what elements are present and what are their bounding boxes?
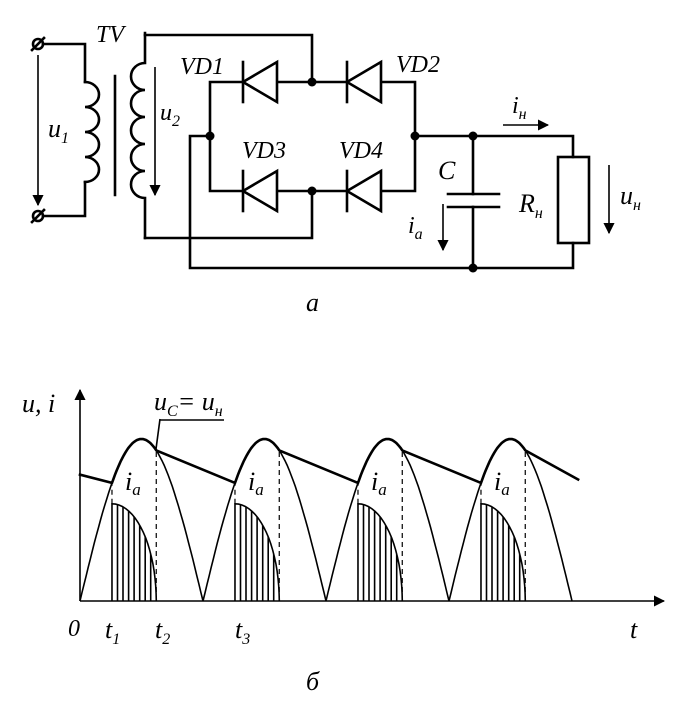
secondary-winding (129, 31, 147, 240)
x-axis-label: t (630, 615, 638, 644)
figure-a-caption: а (306, 288, 319, 317)
curve-callout-line (155, 418, 161, 450)
bridge-left-rail (208, 80, 245, 193)
figure-b-caption: б (306, 667, 320, 696)
diode-vd1 (240, 59, 279, 105)
t3-label: t3 (235, 615, 250, 648)
ia-label: ia (248, 467, 264, 499)
ia-label: ia (125, 467, 141, 499)
load-voltage-label: uн (620, 181, 641, 214)
resistor-rn (556, 155, 591, 245)
resistor-label: Rн (518, 189, 543, 222)
circuit-schematic: u1 TV u2 (30, 22, 641, 273)
capacitor-voltage-curve (78, 437, 580, 485)
wire-top (143, 33, 314, 84)
primary-winding (83, 80, 101, 184)
diode-vd3 (240, 168, 279, 214)
ia-label: ia (494, 467, 510, 499)
current-pulses (111, 503, 527, 602)
vd2-label: VD2 (396, 52, 440, 78)
waveform-chart: u, i t 0 ia ia ia ia uC= uн t1 t2 t3 (22, 387, 666, 648)
wire-negative (188, 134, 575, 270)
y-axis-label: u, i (22, 389, 55, 418)
ia-label: ia (371, 467, 387, 499)
conduction-interval-markers (111, 450, 526, 601)
cap-current-label: ia (408, 213, 423, 243)
u2-label: u2 (160, 100, 180, 130)
load-current-label: iн (512, 93, 527, 123)
diode-vd4 (344, 168, 383, 214)
t2-label: t2 (155, 615, 170, 648)
origin-label: 0 (68, 616, 80, 642)
u1-label: u1 (48, 114, 69, 147)
transformer-label: TV (96, 22, 126, 48)
junction-dots (205, 77, 478, 273)
capacitor-c (446, 134, 501, 270)
vd3-label: VD3 (242, 138, 286, 164)
capacitor-label: C (438, 156, 456, 185)
primary-wire (41, 42, 87, 218)
wire-bottom (143, 189, 314, 240)
rectified-half-wave (448, 438, 573, 602)
vd4-label: VD4 (339, 138, 383, 164)
diode-vd2 (344, 59, 383, 105)
t1-label: t1 (105, 615, 120, 648)
vd1-label: VD1 (180, 54, 224, 80)
wire-positive (413, 134, 575, 159)
pulse-labels: ia ia ia ia (125, 467, 510, 499)
uc-curve-label: uC= uн (154, 387, 223, 420)
